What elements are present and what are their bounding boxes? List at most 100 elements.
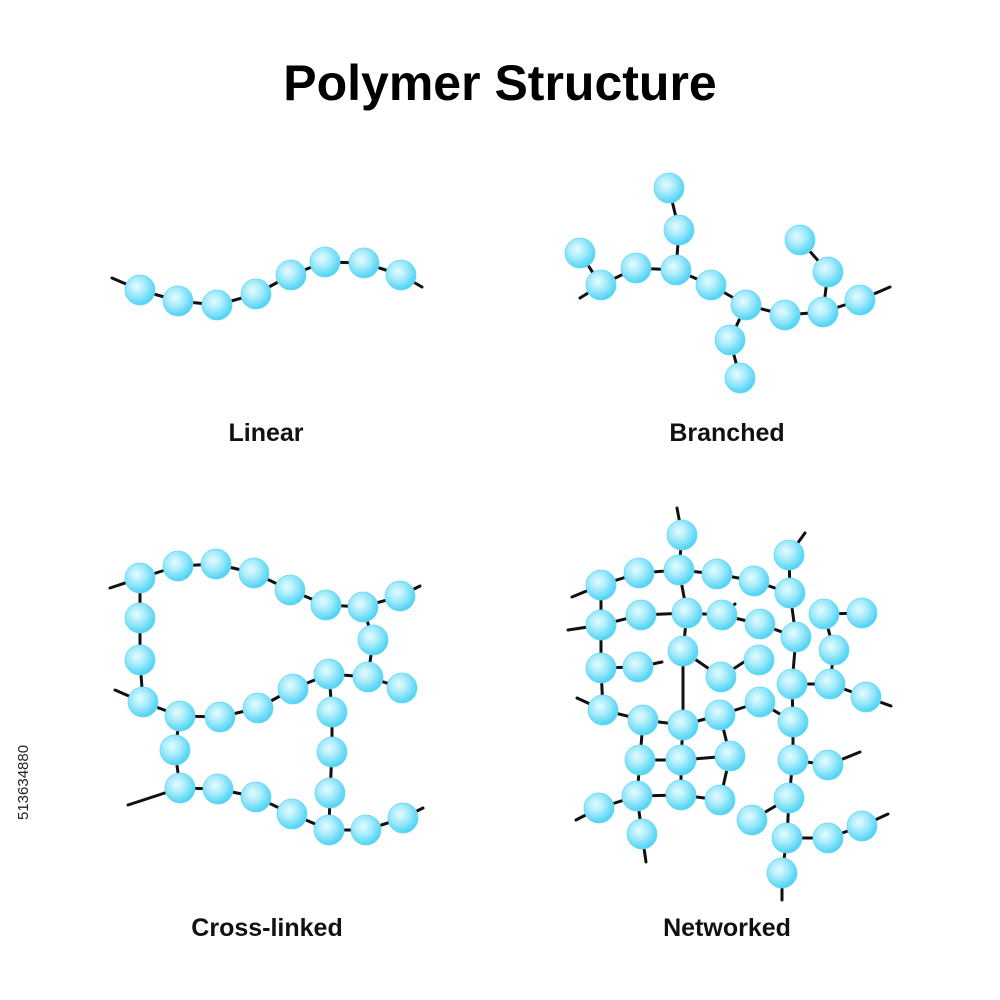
monomer-bead: [769, 299, 801, 331]
monomer-bead: [164, 700, 196, 732]
monomer-bead: [357, 624, 389, 656]
monomer-bead: [200, 548, 232, 580]
monomer-bead: [621, 780, 653, 812]
monomer-bead: [701, 558, 733, 590]
monomer-bead: [846, 597, 878, 629]
monomer-bead: [124, 644, 156, 676]
monomer-bead: [585, 269, 617, 301]
monomer-bead: [774, 577, 806, 609]
monomer-bead: [812, 822, 844, 854]
monomer-bead: [277, 673, 309, 705]
branched-polymer-chain: [564, 172, 892, 394]
monomer-bead: [124, 274, 156, 306]
monomer-bead: [316, 736, 348, 768]
monomer-bead: [766, 857, 798, 889]
monomer-bead: [624, 744, 656, 776]
monomer-bead: [274, 574, 306, 606]
monomer-bead: [385, 259, 417, 291]
monomer-bead: [204, 701, 236, 733]
monomer-bead: [738, 565, 770, 597]
monomer-bead: [240, 781, 272, 813]
monomer-bead: [665, 744, 697, 776]
monomer-bead: [724, 362, 756, 394]
monomer-bead: [313, 814, 345, 846]
monomer-bead: [784, 224, 816, 256]
monomer-bead: [240, 278, 272, 310]
monomer-bead: [780, 621, 812, 653]
monomer-bead: [846, 810, 878, 842]
monomer-bead: [583, 792, 615, 824]
monomer-bead: [818, 634, 850, 666]
monomer-bead: [384, 580, 416, 612]
monomer-bead: [620, 252, 652, 284]
monomer-bead: [350, 814, 382, 846]
monomer-bead: [850, 681, 882, 713]
monomer-bead: [773, 539, 805, 571]
monomer-bead: [202, 773, 234, 805]
monomer-bead: [626, 818, 658, 850]
monomer-bead: [316, 696, 348, 728]
monomer-bead: [585, 569, 617, 601]
monomer-bead: [714, 324, 746, 356]
branched-label: Branched: [669, 419, 784, 447]
monomer-bead: [164, 772, 196, 804]
monomer-bead: [660, 254, 692, 286]
monomer-bead: [704, 699, 736, 731]
monomer-bead: [309, 246, 341, 278]
monomer-bead: [352, 661, 384, 693]
networked-polymer-lattice: [566, 506, 893, 902]
monomer-bead: [623, 557, 655, 589]
monomer-bead: [743, 644, 775, 676]
monomer-bead: [666, 519, 698, 551]
monomer-bead: [162, 285, 194, 317]
monomer-bead: [653, 172, 685, 204]
monomer-bead: [627, 704, 659, 736]
crosslinked-label: Cross-linked: [191, 914, 342, 942]
monomer-bead: [127, 686, 159, 718]
monomer-bead: [242, 692, 274, 724]
monomer-bead: [386, 672, 418, 704]
monomer-bead: [585, 652, 617, 684]
monomer-bead: [667, 709, 699, 741]
monomer-bead: [587, 694, 619, 726]
monomer-bead: [622, 651, 654, 683]
monomer-bead: [744, 686, 776, 718]
monomer-bead: [585, 609, 617, 641]
monomer-bead: [771, 822, 803, 854]
monomer-bead: [276, 798, 308, 830]
linear-label: Linear: [228, 419, 303, 447]
monomer-bead: [706, 599, 738, 631]
monomer-bead: [387, 802, 419, 834]
linear-polymer-chain: [110, 246, 424, 321]
monomer-bead: [275, 259, 307, 291]
monomer-bead: [705, 661, 737, 693]
monomer-bead: [238, 557, 270, 589]
monomer-bead: [814, 668, 846, 700]
monomer-bead: [124, 602, 156, 634]
monomer-bead: [777, 706, 809, 738]
monomer-bead: [744, 608, 776, 640]
monomer-bead: [625, 599, 657, 631]
monomer-bead: [695, 269, 727, 301]
page-title: Polymer Structure: [283, 55, 716, 111]
monomer-bead: [564, 237, 596, 269]
monomer-bead: [348, 247, 380, 279]
monomer-bead: [310, 589, 342, 621]
monomer-bead: [671, 597, 703, 629]
networked-label: Networked: [663, 914, 791, 942]
crosslinked-polymer-chains: [108, 548, 425, 846]
monomer-bead: [162, 550, 194, 582]
monomer-bead: [736, 804, 768, 836]
monomer-bead: [844, 284, 876, 316]
monomer-bead: [714, 740, 746, 772]
monomer-bead: [665, 779, 697, 811]
monomer-bead: [201, 289, 233, 321]
monomer-bead: [730, 289, 762, 321]
monomer-bead: [663, 214, 695, 246]
monomer-bead: [314, 777, 346, 809]
monomer-bead: [159, 734, 191, 766]
monomer-bead: [808, 598, 840, 630]
monomer-bead: [807, 296, 839, 328]
